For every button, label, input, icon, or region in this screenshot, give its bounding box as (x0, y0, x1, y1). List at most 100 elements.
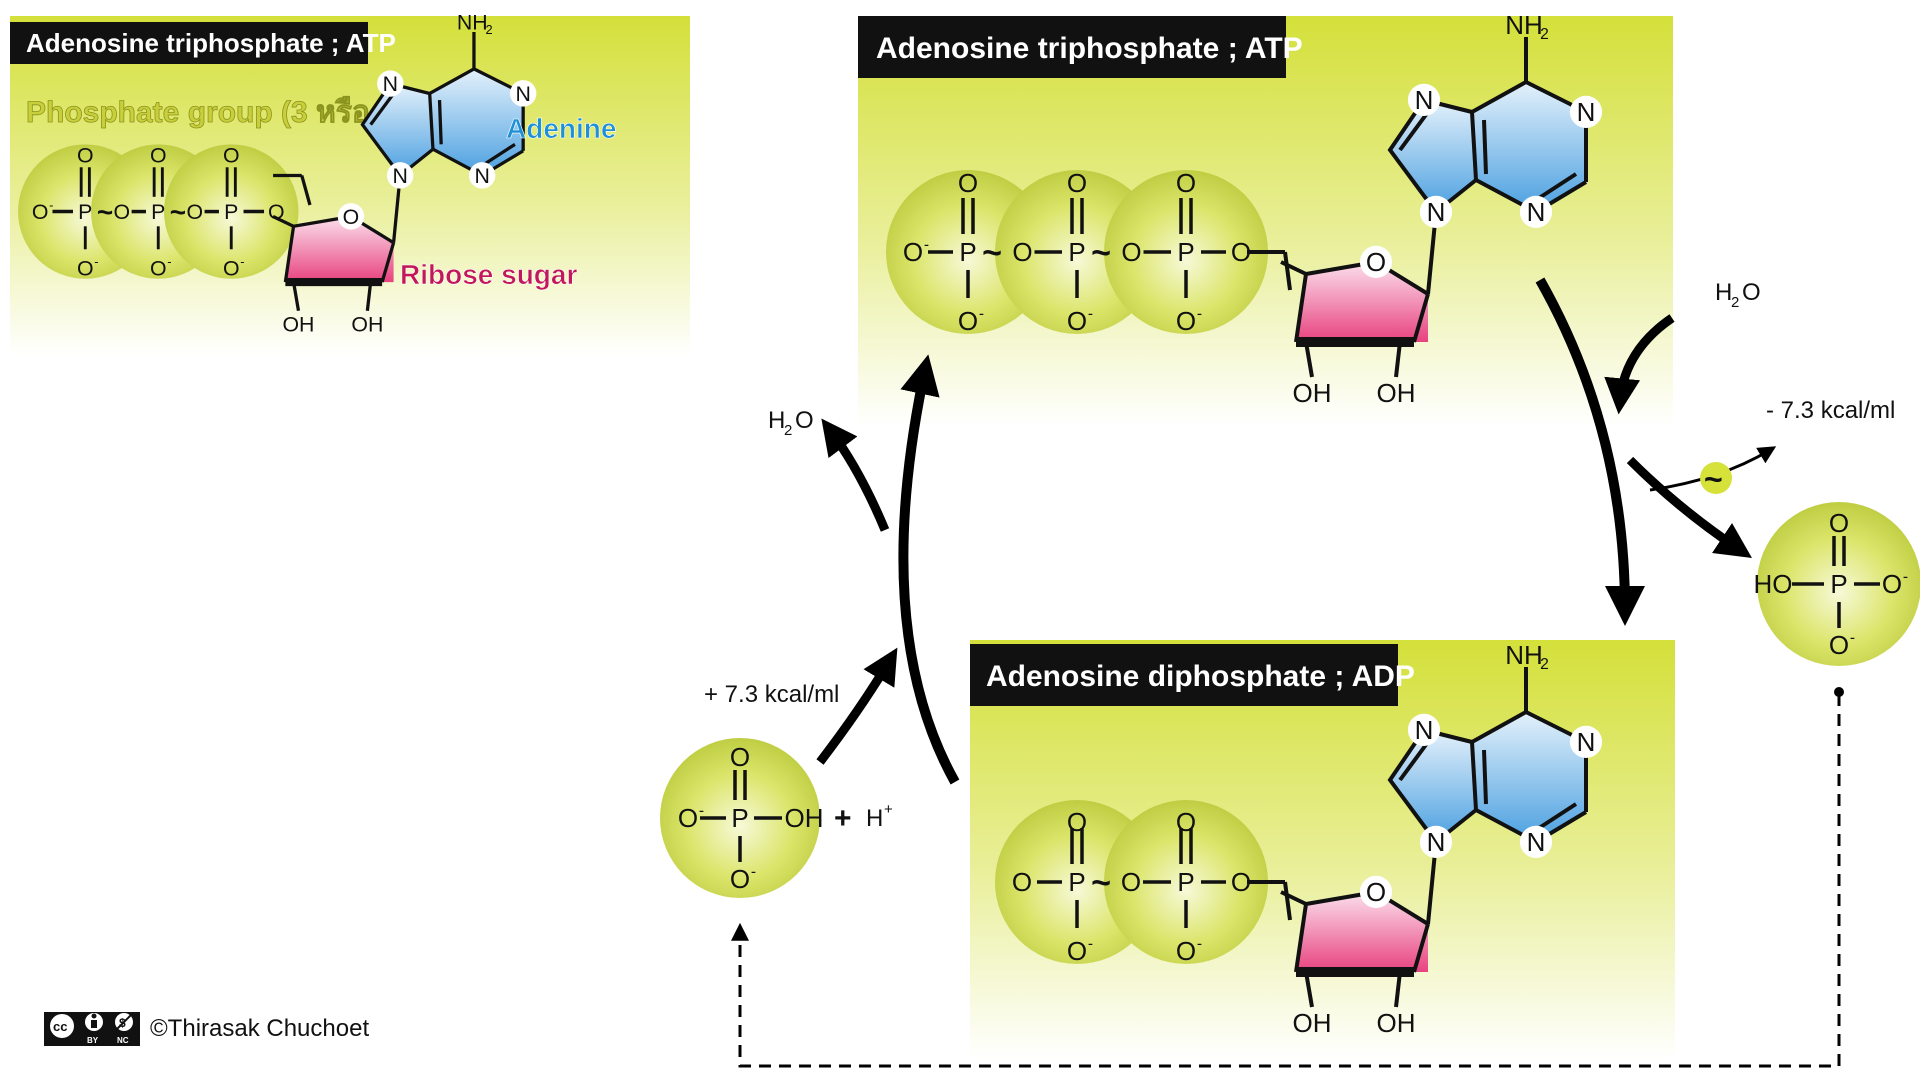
amino-group: NH2 (457, 11, 493, 37)
svg-text:P: P (1068, 867, 1085, 897)
svg-text:-: - (94, 254, 98, 269)
svg-text:-: - (240, 254, 244, 269)
water-out-arrow (830, 430, 885, 530)
phosphorus-atom: P (78, 200, 92, 224)
svg-text:O: O (77, 257, 94, 281)
energy-released-label: - 7.3 kcal/ml (1766, 397, 1895, 424)
terminal-oxygen: O (1012, 867, 1032, 897)
nitrogen-n9: N (1420, 826, 1452, 858)
hydrogen-ion: H+ (866, 801, 893, 832)
svg-text:~: ~ (1704, 461, 1723, 497)
svg-text:O: O (1366, 247, 1386, 277)
svg-text:N: N (1527, 827, 1546, 857)
svg-text:OH: OH (351, 312, 383, 336)
svg-text:cc: cc (53, 1019, 67, 1034)
inorganic-phosphate: POO-O-OH (660, 738, 824, 898)
ester-oxygen: O (1231, 237, 1251, 267)
svg-text:P: P (78, 200, 92, 224)
svg-text:O: O (1067, 168, 1087, 198)
author-credit: ©Thirasak Chuchoet (150, 1015, 369, 1042)
license-credit: cc BY $ NC ©Thirasak Chuchoet (44, 1012, 369, 1046)
svg-text:P: P (731, 803, 748, 833)
high-energy-bond: ~ (170, 196, 186, 227)
panel-structure-atp: Adenosine triphosphate ; ATP Phosphate g… (10, 11, 690, 356)
svg-text:O: O (1067, 936, 1087, 966)
double-bond-oxygen: O (1176, 807, 1196, 837)
high-energy-bond: ~ (1091, 234, 1111, 272)
svg-text:O: O (1121, 237, 1141, 267)
ring-oxygen: O (338, 203, 364, 229)
svg-text:O: O (1742, 279, 1761, 306)
nitrogen-n3: N (469, 162, 495, 188)
svg-text:O: O (1366, 877, 1386, 907)
ester-oxygen: O (1231, 867, 1251, 897)
svg-text:NH: NH (1505, 10, 1543, 40)
energy-tilde: ~ (1700, 461, 1732, 497)
svg-text:+: + (884, 801, 893, 818)
svg-text:N: N (392, 164, 407, 188)
svg-text:O: O (1176, 936, 1196, 966)
high-energy-bond: ~ (97, 196, 113, 227)
svg-text:O: O (1012, 867, 1032, 897)
double-bond-oxygen: O (77, 143, 94, 167)
svg-text:-: - (1903, 568, 1908, 585)
double-bond-oxygen: O (1067, 168, 1087, 198)
svg-text:P: P (1830, 569, 1847, 599)
svg-text:O: O (1176, 807, 1196, 837)
svg-text:O: O (730, 742, 750, 772)
svg-text:P: P (151, 200, 165, 224)
svg-text:O: O (32, 200, 49, 224)
hydroxyl-group: OH (785, 803, 824, 833)
amino-group: NH2 (1505, 640, 1549, 673)
svg-text:O: O (1121, 867, 1141, 897)
svg-text:-: - (1197, 305, 1202, 322)
svg-text:O: O (343, 205, 360, 229)
hydroxyl-2: OH (1293, 378, 1332, 408)
double-bond-oxygen: O (1829, 508, 1849, 538)
svg-text:-: - (167, 254, 171, 269)
nitrogen-n9: N (387, 162, 413, 188)
amino-group: NH2 (1505, 10, 1549, 43)
svg-text:OH: OH (282, 312, 314, 336)
svg-text:OH: OH (1377, 1008, 1416, 1038)
svg-text:P: P (224, 200, 238, 224)
phosphorus-atom: P (1830, 569, 1847, 599)
svg-text:O: O (223, 257, 240, 281)
nitrogen-n7: N (1408, 714, 1440, 746)
nitrogen-n1: N (510, 80, 536, 106)
ring-oxygen: O (1360, 876, 1392, 908)
hydroxyl-2: OH (282, 312, 314, 336)
ribose-sugar-label: Ribose sugar (400, 259, 577, 290)
svg-text:N: N (1527, 197, 1546, 227)
svg-text:O: O (795, 407, 814, 434)
svg-text:N: N (1577, 97, 1596, 127)
svg-text:O: O (903, 237, 923, 267)
phosphorus-atom: P (731, 803, 748, 833)
svg-text:O: O (1829, 630, 1849, 660)
ester-oxygen: O (268, 200, 285, 224)
svg-text:O: O (1067, 807, 1087, 837)
svg-text:O: O (730, 864, 750, 894)
svg-text:OH: OH (785, 803, 824, 833)
high-energy-bond: ~ (982, 234, 1002, 272)
phosphorus-atom: P (224, 200, 238, 224)
svg-text:NC: NC (117, 1036, 129, 1045)
svg-text:NH: NH (457, 11, 488, 35)
nitrogen-n1: N (1570, 726, 1602, 758)
phosphorus-atom: P (1068, 867, 1085, 897)
svg-text:P: P (1068, 237, 1085, 267)
phosphate-in-arrow (820, 660, 890, 762)
panel-adp-title: Adenosine diphosphate ; ADP (986, 660, 1415, 693)
hydroxyl-3: OH (1377, 378, 1416, 408)
svg-text:OH: OH (1377, 378, 1416, 408)
svg-text:P: P (959, 237, 976, 267)
double-bond-oxygen: O (1176, 168, 1196, 198)
svg-text:-: - (1088, 935, 1093, 952)
phosphorus-atom: P (1177, 867, 1194, 897)
svg-text:H: H (768, 407, 785, 434)
nitrogen-n7: N (1408, 84, 1440, 116)
